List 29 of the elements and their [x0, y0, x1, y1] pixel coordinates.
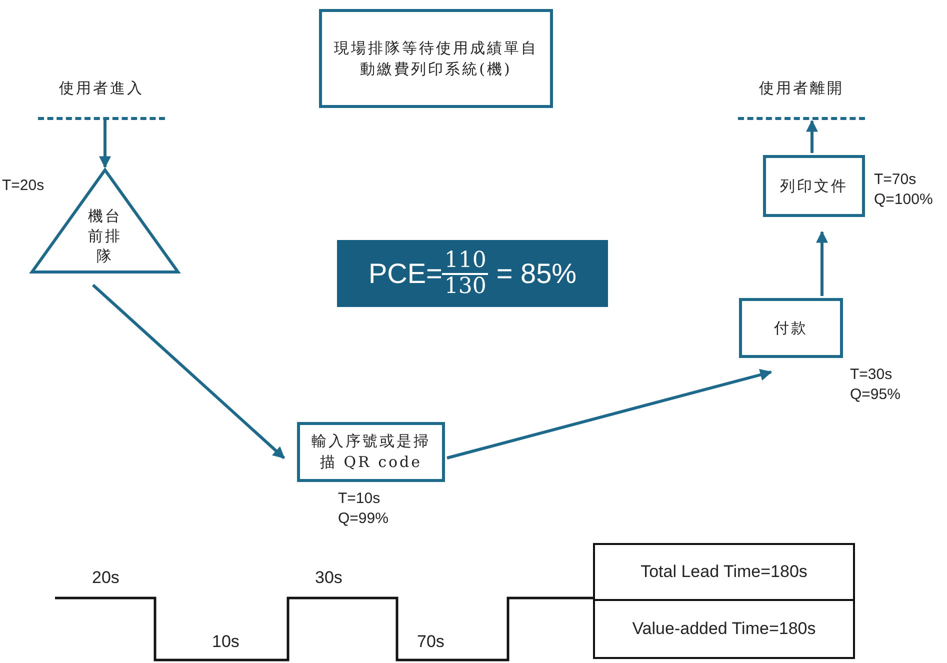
arrow [92, 284, 285, 460]
time-label: 30s [315, 568, 342, 588]
metric-label: T=10s [338, 489, 380, 509]
arrow [99, 120, 111, 168]
metric-label: T=30s [850, 365, 892, 385]
metric-label: Q=99% [338, 509, 388, 529]
arrow [446, 368, 772, 460]
metric-label: T=70s [874, 170, 916, 190]
time-label: 10s [212, 632, 240, 652]
process-label: 列印文件 [779, 176, 849, 196]
title-text: 現場排隊等待使用成績單自動繳費列印系統(機) [333, 38, 539, 80]
entry-label: 使用者進入 [58, 78, 145, 98]
entry-marker [38, 78, 165, 120]
summary-cell: Value-added Time=180s [593, 601, 855, 659]
pce-formula-box [337, 240, 608, 307]
metric-label: Q=95% [850, 385, 900, 405]
arrow [816, 230, 828, 296]
time-label: 20s [92, 568, 120, 588]
metric-label: Q=100% [874, 190, 933, 210]
title-box [319, 9, 553, 108]
exit-marker [738, 78, 865, 120]
time-label: 70s [417, 632, 444, 652]
arrow [806, 120, 818, 153]
entry-label: 使用者離開 [758, 78, 845, 98]
process-label: 付款 [773, 318, 809, 338]
metric-label: T=20s [2, 176, 44, 196]
process-label: 機台前排隊 [87, 206, 123, 266]
summary-cell: Total Lead Time=180s [593, 543, 855, 601]
process-label: 輸入序號或是掃描 QR code [310, 431, 432, 473]
